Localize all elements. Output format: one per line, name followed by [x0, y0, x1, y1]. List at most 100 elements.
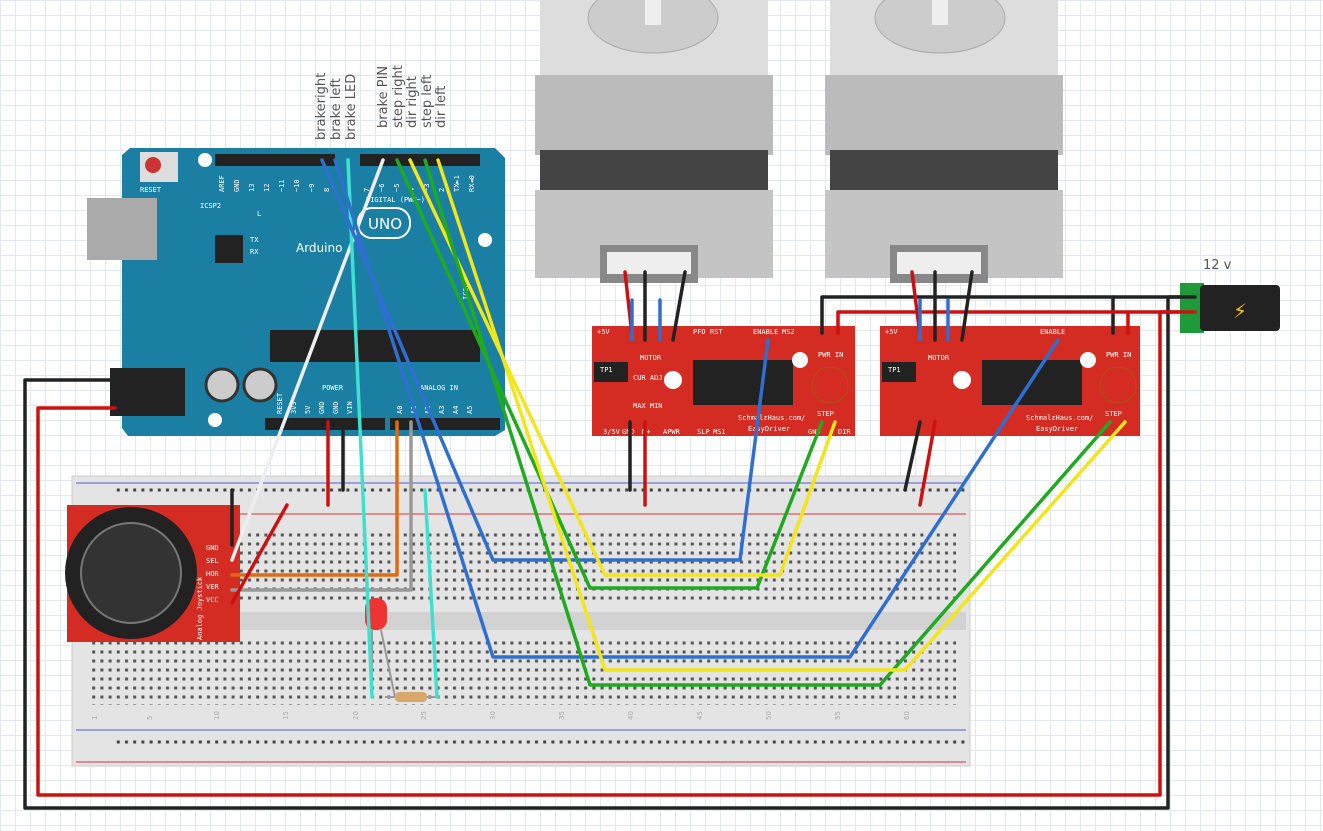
rst-label: RST: [710, 328, 723, 336]
svg-text:A3: A3: [438, 406, 446, 414]
svg-text:STEP: STEP: [817, 410, 834, 418]
svg-text:3V3: 3V3: [290, 401, 298, 414]
svg-text:12: 12: [263, 184, 271, 192]
label-step-right: step right: [391, 65, 406, 128]
uno-label: UNO: [368, 215, 402, 233]
svg-text:POWER: POWER: [322, 384, 344, 392]
label-dir-right: dir right: [405, 76, 420, 128]
svg-text:~6: ~6: [378, 184, 386, 192]
svg-text:~5: ~5: [393, 184, 401, 192]
label-brake-left: brake left: [329, 78, 344, 140]
svg-text:SchmalzHaus.com/: SchmalzHaus.com/: [738, 414, 805, 422]
label-dir-left: dir left: [434, 86, 449, 128]
easydriver-left: +5V MOTOR PFD RST ENABLE MS2 PWR IN TP1 …: [592, 326, 855, 436]
power-label: 12 v: [1203, 258, 1232, 273]
resistor: [385, 692, 440, 702]
svg-text:ANALOG IN: ANALOG IN: [420, 384, 458, 392]
svg-text:5: 5: [146, 716, 154, 720]
svg-text:40: 40: [627, 711, 635, 720]
label-brake-pin: brake PIN: [376, 66, 391, 128]
svg-text:MOTOR: MOTOR: [928, 354, 950, 362]
column-numbers: 1 5 10 15 20 25 30 35 40 45 50 55 60: [91, 711, 911, 720]
svg-text:TX►1: TX►1: [453, 175, 461, 192]
slp-label: SLP: [697, 428, 710, 436]
svg-text:VER: VER: [206, 583, 219, 591]
svg-text:HOR: HOR: [206, 570, 219, 578]
svg-text:+5V: +5V: [885, 328, 898, 336]
svg-text:55: 55: [834, 711, 842, 720]
svg-text:~9: ~9: [308, 184, 316, 192]
power-jack-12v: 12 v ⚡: [1180, 258, 1280, 333]
power-pin-labels: RESET 3V3 5V GND GND VIN: [276, 392, 354, 414]
svg-text:MAX MIN: MAX MIN: [633, 402, 663, 410]
svg-text:45: 45: [696, 711, 704, 720]
svg-text:GND: GND: [808, 428, 821, 436]
ms1-label: MS1: [713, 428, 726, 436]
svg-text:DIGITAL (PWM~): DIGITAL (PWM~): [366, 196, 425, 204]
svg-text:DIR: DIR: [838, 428, 851, 436]
svg-text:ENABLE: ENABLE: [753, 328, 778, 336]
svg-text:~3: ~3: [423, 184, 431, 192]
svg-text:PWR IN: PWR IN: [1106, 351, 1131, 359]
label-step-left: step left: [420, 75, 435, 128]
svg-text:AREF: AREF: [218, 175, 226, 192]
svg-text:L: L: [257, 210, 261, 218]
svg-text:8: 8: [323, 188, 331, 192]
svg-text:EasyDriver: EasyDriver: [748, 425, 790, 433]
wires: [23, 158, 1197, 810]
svg-text:GND: GND: [206, 544, 219, 552]
label-brake-led: brake LED: [344, 74, 359, 140]
apwr-label: APWR: [663, 428, 681, 436]
svg-text:30: 30: [489, 711, 497, 720]
svg-text:GND: GND: [318, 401, 326, 414]
svg-text:~10: ~10: [293, 179, 301, 192]
label-brakeright: brakeright: [314, 73, 329, 140]
svg-text:5V: 5V: [304, 405, 312, 414]
svg-text:A5: A5: [466, 406, 474, 414]
stepper-motor-left: [535, 0, 773, 283]
svg-text:GND: GND: [233, 179, 241, 192]
pin-labels: brakeright brake left brake LED brake PI…: [314, 65, 449, 140]
svg-text:TX: TX: [250, 236, 259, 244]
svg-text:ENABLE: ENABLE: [1040, 328, 1065, 336]
svg-text:EasyDriver: EasyDriver: [1036, 425, 1078, 433]
svg-text:25: 25: [420, 711, 428, 720]
arduino-logo: Arduino: [296, 241, 342, 255]
ms2-label: MS2: [782, 328, 795, 336]
svg-text:TP1: TP1: [600, 366, 613, 374]
svg-text:RESET: RESET: [276, 392, 284, 414]
svg-text:RX◄0: RX◄0: [468, 175, 476, 192]
svg-text:VIN: VIN: [346, 401, 354, 414]
svg-text:GND: GND: [332, 401, 340, 414]
svg-text:PWR IN: PWR IN: [818, 351, 843, 359]
svg-text:Analog Joystick: Analog Joystick: [196, 576, 204, 640]
svg-text:RX: RX: [250, 248, 259, 256]
svg-text:10: 10: [213, 711, 221, 720]
lightning-icon: ⚡: [1233, 299, 1247, 323]
svg-text:PFD: PFD: [693, 328, 706, 336]
reset-label: RESET: [140, 186, 162, 194]
analog-joystick: GND SEL HOR VER VCC Analog Joystick: [65, 505, 240, 642]
icsp2-label: ICSP2: [200, 202, 221, 210]
svg-text:STEP: STEP: [1105, 410, 1122, 418]
svg-text:35: 35: [558, 711, 566, 720]
svg-text:7: 7: [363, 188, 371, 192]
svg-text:+5V: +5V: [597, 328, 610, 336]
svg-text:VCC: VCC: [206, 596, 219, 604]
svg-text:3/5V: 3/5V: [603, 428, 621, 436]
svg-text:MOTOR: MOTOR: [640, 354, 662, 362]
svg-text:2: 2: [438, 188, 446, 192]
svg-text:13: 13: [248, 184, 256, 192]
svg-text:20: 20: [352, 711, 360, 720]
svg-text:A0: A0: [396, 406, 404, 414]
svg-text:CUR ADJ: CUR ADJ: [633, 374, 663, 382]
breadboard: 1 5 10 15 20 25 30 35 40 45 50 55 60: [71, 475, 971, 767]
svg-text:1: 1: [91, 716, 99, 720]
svg-text:TP1: TP1: [888, 366, 901, 374]
svg-text:SEL: SEL: [206, 557, 219, 565]
stepper-motor-right: [825, 0, 1063, 283]
svg-text:15: 15: [282, 711, 290, 720]
svg-text:~11: ~11: [278, 179, 286, 192]
svg-text:A4: A4: [452, 406, 460, 414]
